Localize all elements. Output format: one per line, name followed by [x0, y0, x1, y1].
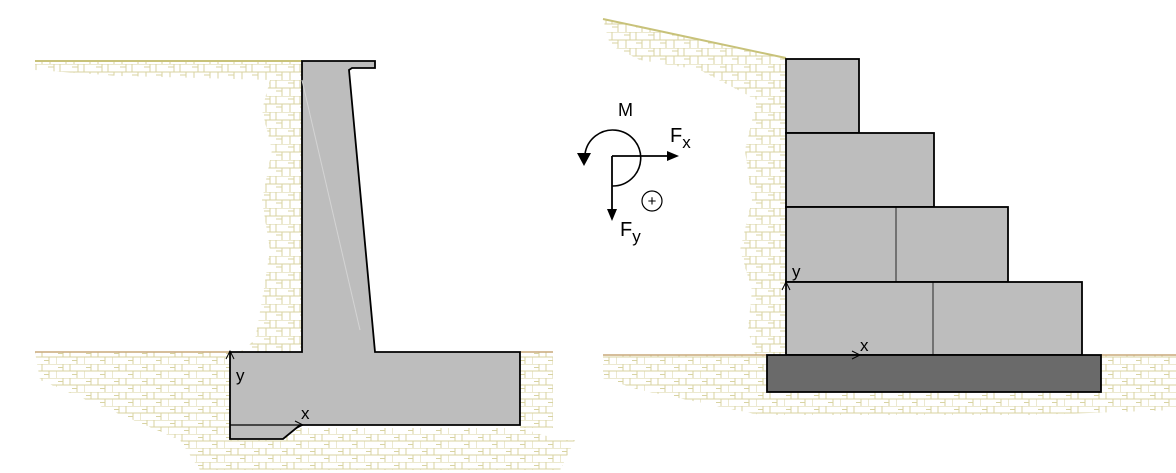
block-row1 [785, 281, 1083, 356]
fy-arrowhead [607, 209, 617, 221]
left-foundation-soil [35, 351, 575, 470]
moment-arrowhead [577, 153, 591, 166]
right-foundation-soil [603, 354, 1176, 415]
left-backfill-soil [35, 60, 302, 352]
positive-sign-label: + [648, 193, 657, 210]
left-wall-inner-line [301, 79, 361, 331]
block-row4 [785, 58, 860, 134]
left-wall-diagram: x y [35, 60, 575, 470]
right-wall-blocks [785, 58, 1083, 356]
moment-arc [584, 129, 642, 187]
block-row3 [785, 132, 935, 208]
left-axis-y-label: y [236, 366, 245, 385]
positive-sign-circle [641, 190, 663, 212]
left-axis-x-label: x [301, 404, 310, 423]
right-backfill-soil [602, 18, 787, 355]
left-axes: x y [225, 349, 310, 430]
right-wall-diagram: x y [602, 18, 1176, 415]
sign-convention: M Fx Fy + [577, 100, 691, 246]
fx-label: Fx [670, 125, 691, 152]
fy-label: Fy [620, 219, 641, 246]
fx-arrowhead [667, 151, 679, 161]
right-axes: x y [781, 262, 869, 360]
moment-label: M [618, 100, 633, 120]
block-row2 [785, 206, 1009, 283]
right-axis-x-label: x [860, 336, 869, 355]
right-footing [766, 354, 1102, 393]
right-axis-y-label: y [792, 262, 801, 281]
